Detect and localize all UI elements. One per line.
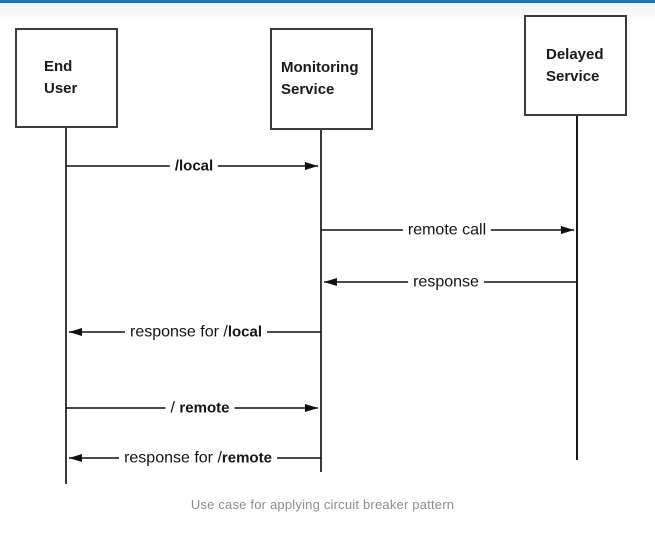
message-label-local-request: /local <box>169 156 219 176</box>
actor-label-line: End <box>44 58 73 75</box>
actor-label-line: Service <box>281 81 335 98</box>
actor-box-monitoring-service: Monitoring Service <box>270 28 373 130</box>
message-text: response <box>413 273 479 291</box>
message-label-response: response <box>408 272 484 292</box>
message-text: /local <box>174 157 214 175</box>
message-text-bold: remote <box>179 399 230 417</box>
diagram-caption: Use case for applying circuit breaker pa… <box>190 497 455 512</box>
message-text: response for / <box>129 323 228 341</box>
message-text: / <box>170 399 180 417</box>
actor-box-end-user: End User <box>15 28 118 128</box>
actor-box-delayed-service: Delayed Service <box>524 15 627 116</box>
message-text: response for / <box>124 449 222 467</box>
message-text: remote call <box>407 221 487 239</box>
top-accent-bar <box>0 0 655 3</box>
message-text-bold: local <box>227 323 263 341</box>
message-label-local-response: response for /local <box>124 322 268 342</box>
message-label-remote-response: response for /remote <box>119 448 277 468</box>
message-text-bold: remote <box>221 449 272 467</box>
message-label-remote-request: / remote <box>165 398 235 418</box>
actor-label-line: Delayed <box>546 45 604 63</box>
actor-label-line: Monitoring <box>281 59 359 76</box>
message-label-remote-call: remote call <box>402 220 492 240</box>
top-gradient <box>0 3 655 24</box>
actor-label-line: Service <box>546 67 600 85</box>
actor-label-line: User <box>44 80 78 97</box>
